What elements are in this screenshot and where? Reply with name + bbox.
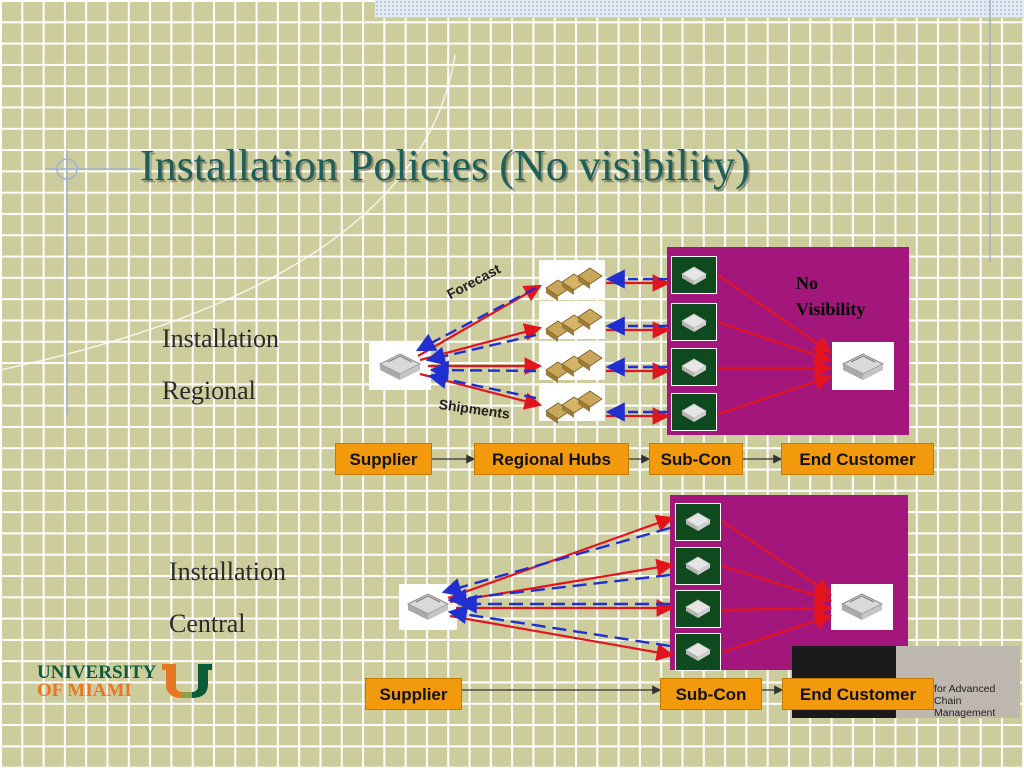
supplier-building-icon	[369, 342, 431, 390]
university-line2: OF MIAMI	[37, 680, 132, 701]
forecast-label: Forecast	[444, 260, 504, 303]
hub-warehouse-icon	[539, 260, 605, 298]
flow-central-subcon: Sub-Con	[660, 678, 762, 710]
shipments-label: Shipments	[437, 396, 511, 422]
flow-regional-subcon: Sub-Con	[649, 443, 743, 475]
subcon-building-icon	[675, 503, 721, 541]
customer-building-icon	[832, 342, 894, 390]
supplier-building-icon	[399, 584, 457, 630]
top-strip	[375, 0, 1024, 18]
flow-regional-supplier: Supplier	[335, 443, 432, 475]
no-visibility-label: No Visibility	[796, 273, 866, 319]
hub-warehouse-icon	[539, 342, 605, 380]
flow-central-customer: End Customer	[782, 678, 934, 710]
regional-label-line1: Installation	[162, 324, 279, 353]
flow-regional-hubs: Regional Hubs	[474, 443, 629, 475]
subcon-building-icon	[671, 393, 717, 431]
page-title: Installation Policies (No visibility)	[140, 141, 750, 190]
subcon-building-icon	[675, 590, 721, 628]
subcon-building-icon	[675, 547, 721, 585]
subcon-building-icon	[671, 256, 717, 294]
university-logo: UNIVERSITY OF MIAMI	[37, 662, 157, 701]
subcon-building-icon	[671, 348, 717, 386]
u-logo-icon	[162, 664, 212, 698]
subcon-building-icon	[671, 303, 717, 341]
customer-building-icon	[831, 584, 893, 630]
hub-warehouse-icon	[539, 301, 605, 339]
subcon-building-icon	[675, 633, 721, 671]
flow-regional-customer: End Customer	[781, 443, 934, 475]
flow-central-supplier: Supplier	[365, 678, 462, 710]
central-label-line1: Installation	[169, 557, 286, 586]
hub-warehouse-icon	[539, 383, 605, 421]
regional-label-line2: Regional	[162, 376, 256, 405]
center-logo-text: for Advanced Chain Management	[934, 683, 996, 719]
university-line1: UNIVERSITY	[37, 662, 157, 683]
central-label-line2: Central	[169, 609, 246, 638]
